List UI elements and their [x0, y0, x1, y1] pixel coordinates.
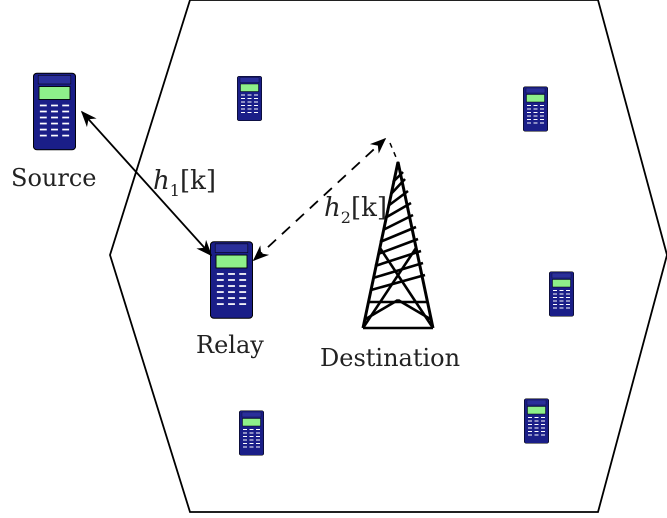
cell-tower-icon: [361, 161, 435, 330]
h2-label: h2[k]: [324, 193, 387, 227]
user-phone-icon: [523, 86, 548, 132]
link-h1-arrow: [80, 110, 213, 257]
h1-label: h1[k]: [153, 166, 216, 200]
destination-label: Destination: [320, 344, 460, 372]
relay-label: Relay: [196, 331, 264, 359]
source-phone-icon: [33, 72, 76, 151]
link-h2-arrow: [252, 137, 387, 262]
user-phone-icon: [239, 410, 264, 456]
source-label: Source: [11, 164, 96, 192]
relay-phone-icon: [210, 240, 253, 320]
cell-boundary-hexagon: [109, 0, 667, 513]
user-phone-icon: [237, 75, 262, 122]
tower-feed-dash: [389, 142, 399, 163]
user-phone-icon: [524, 398, 549, 444]
user-phone-icon: [549, 271, 574, 317]
